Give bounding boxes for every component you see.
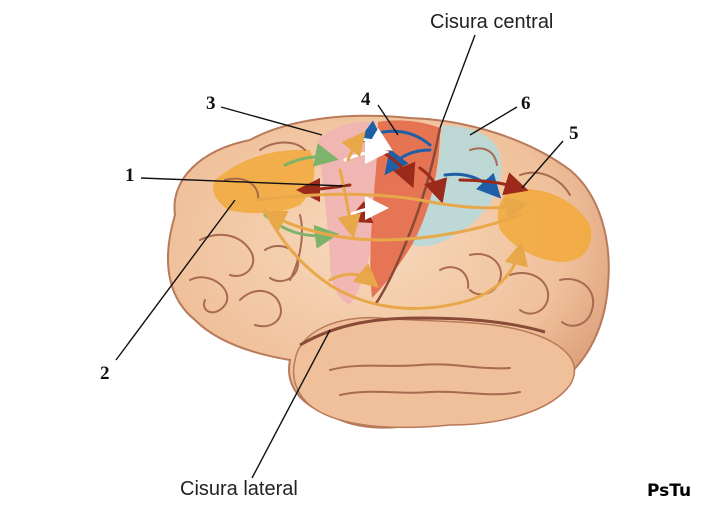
label-4: 4 [361,89,371,110]
central-sulcus-label: Cisura central [430,11,554,33]
temporal-lobe [292,316,576,429]
leader-lines [115,34,564,479]
label-3: 3 [206,93,216,114]
label-2: 2 [100,363,110,384]
watermark-text: PsTu [647,481,692,501]
somatosensory-area [412,125,502,247]
label-6: 6 [521,93,531,114]
label-5: 5 [569,123,579,144]
association-arrows [253,120,529,310]
lateral-sulcus-label: Cisura lateral [180,478,298,500]
label-1: 1 [125,165,135,186]
lateral-sulcus [299,316,546,347]
